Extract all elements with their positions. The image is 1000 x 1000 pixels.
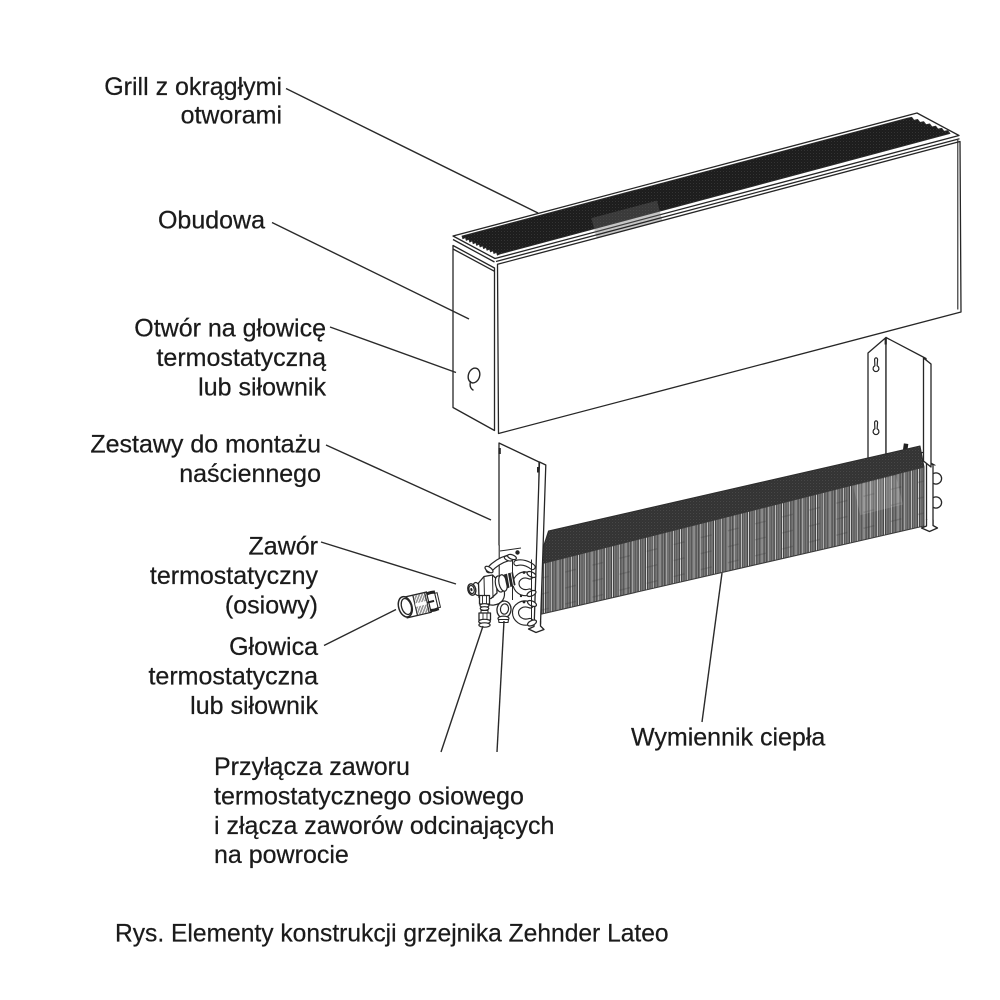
svg-text:termostatyczna: termostatyczna — [148, 663, 318, 691]
svg-text:i złącza zaworów odcinających: i złącza zaworów odcinających — [214, 812, 554, 840]
svg-text:Zestawy do montażu: Zestawy do montażu — [90, 431, 321, 459]
svg-text:Grill z okrągłymi: Grill z okrągłymi — [104, 73, 282, 101]
svg-text:Obudowa: Obudowa — [158, 207, 265, 235]
svg-text:termostatyczną: termostatyczną — [156, 344, 326, 372]
svg-text:termostatycznego osiowego: termostatycznego osiowego — [214, 782, 524, 810]
svg-text:Wymiennik ciepła: Wymiennik ciepła — [631, 724, 825, 752]
svg-text:otworami: otworami — [181, 102, 282, 130]
svg-text:Głowica: Głowica — [229, 633, 318, 661]
svg-text:Przyłącza zaworu: Przyłącza zaworu — [214, 753, 410, 781]
svg-text:Zawór: Zawór — [249, 533, 318, 561]
svg-text:Otwór na głowicę: Otwór na głowicę — [134, 314, 326, 342]
svg-text:Rys. Elementy konstrukcji grze: Rys. Elementy konstrukcji grzejnika Zehn… — [115, 921, 669, 948]
svg-text:naściennego: naściennego — [179, 460, 321, 488]
svg-text:(osiowy): (osiowy) — [225, 592, 318, 620]
svg-text:lub siłownik: lub siłownik — [190, 692, 318, 720]
svg-text:lub siłownik: lub siłownik — [198, 373, 326, 401]
svg-text:termostatyczny: termostatyczny — [150, 562, 319, 590]
svg-text:na powrocie: na powrocie — [214, 841, 349, 869]
